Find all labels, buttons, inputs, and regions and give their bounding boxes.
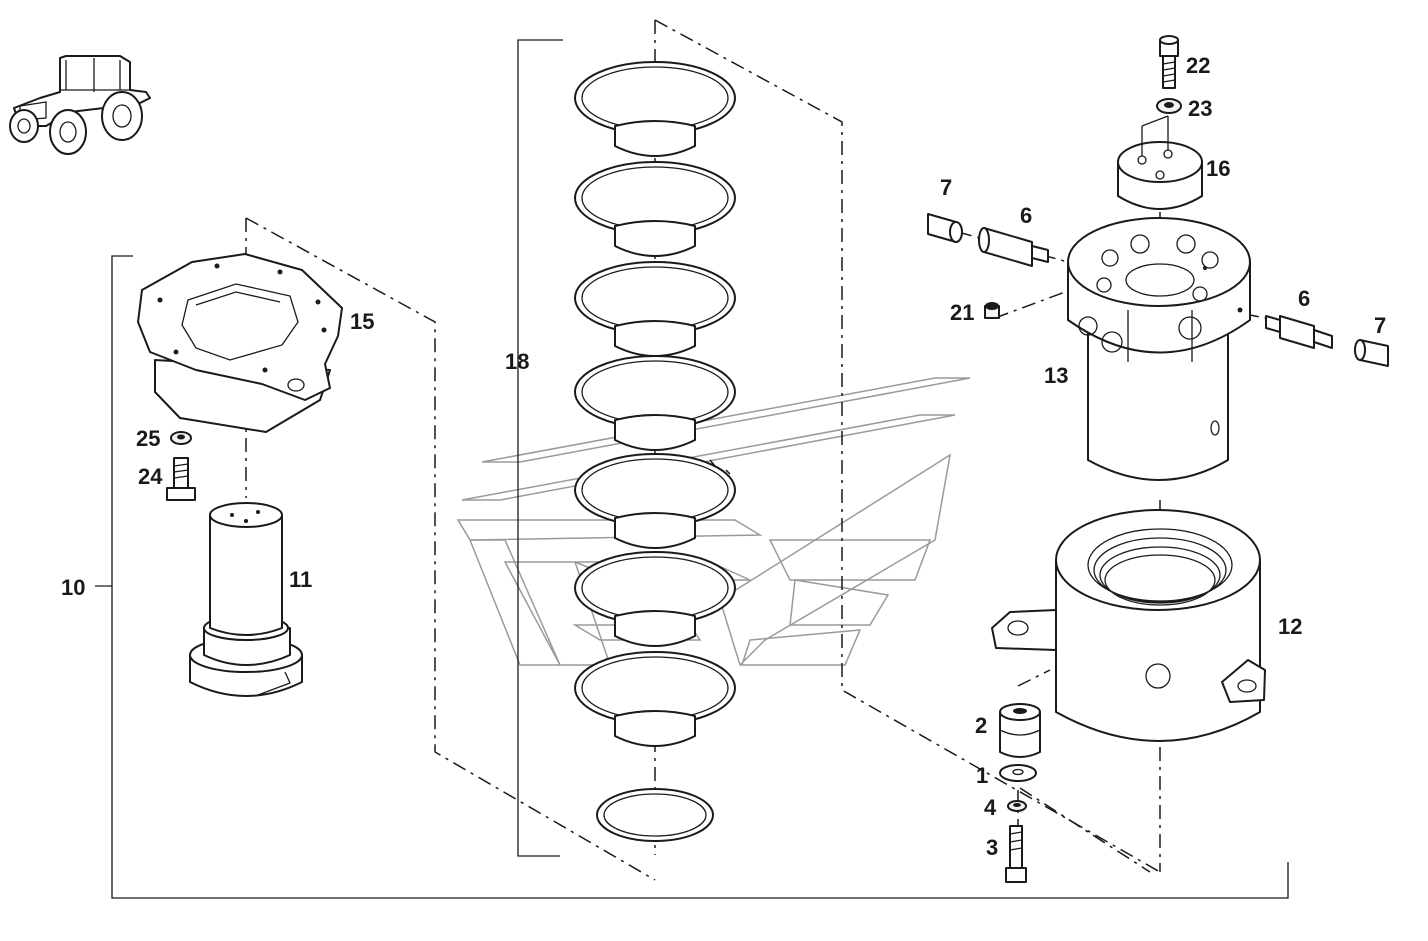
part-6-fitting-left (978, 227, 1049, 267)
callout-12: 12 (1278, 614, 1302, 639)
part-23-washer (1156, 98, 1182, 114)
part-7-cap-right (1354, 339, 1389, 367)
part-7-cap-left (927, 213, 963, 243)
watermark-logo (456, 377, 971, 667)
part-2-bushing (999, 703, 1041, 758)
callout-1: 1 (976, 763, 988, 788)
part-24-bolt (166, 457, 196, 501)
callout-18: 18 (505, 349, 529, 374)
callout-7-left: 7 (940, 175, 952, 200)
callout-3: 3 (986, 835, 998, 860)
callout-15: 15 (350, 309, 374, 334)
callout-6-right: 6 (1298, 286, 1310, 311)
part-25-washer (170, 431, 192, 445)
part-6-fitting-right (1265, 315, 1333, 349)
seal-kit-bracket (517, 39, 563, 857)
part-21-plug (984, 302, 1000, 319)
callout-2: 2 (975, 713, 987, 738)
callout-11: 11 (289, 567, 312, 592)
part-18-seal-kit (574, 61, 736, 842)
callout-24: 24 (138, 464, 163, 489)
callout-22: 22 (1186, 53, 1210, 78)
part-11-shaft (189, 502, 303, 697)
callout-13: 13 (1044, 363, 1068, 388)
callout-25: 25 (136, 426, 160, 451)
part-12-housing (991, 509, 1266, 742)
part-4-washer (1007, 800, 1027, 812)
callout-16: 16 (1206, 156, 1230, 181)
callout-21: 21 (950, 300, 974, 325)
callouts: 22 23 16 7 6 6 7 21 13 15 18 25 24 11 10… (61, 53, 1386, 860)
tractor-icon (9, 55, 151, 155)
part-16-cap (1117, 115, 1203, 210)
part-13-body (1067, 217, 1251, 481)
callout-23: 23 (1188, 96, 1212, 121)
part-22-screw (1159, 35, 1179, 89)
callout-6-left: 6 (1020, 203, 1032, 228)
part-15-flange (137, 253, 343, 433)
assembly-bracket (95, 255, 1289, 899)
part-1-washer (999, 764, 1037, 782)
callout-7-right: 7 (1374, 313, 1386, 338)
callout-4: 4 (984, 795, 997, 820)
callout-10: 10 (61, 575, 85, 600)
part-3-bolt (1005, 825, 1027, 883)
